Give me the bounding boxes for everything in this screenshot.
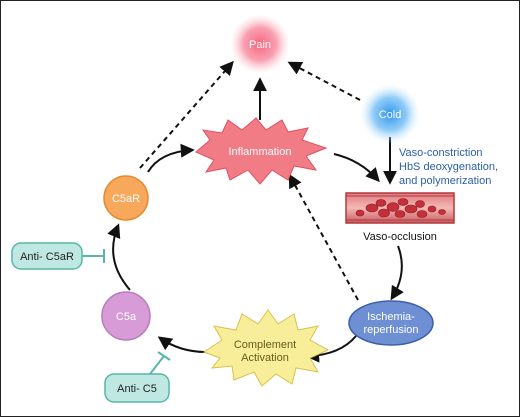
ischemia-reperfusion-node: Ischemia- reperfusion	[348, 300, 434, 346]
anti-c5ar-box: Anti- C5aR	[11, 242, 83, 270]
complement-activation-node: Complement Activation	[202, 309, 330, 387]
cold-effect-line: HbS deoxygenation,	[399, 161, 498, 173]
cold-effect-line: Vaso-constriction	[399, 147, 483, 159]
ischemia-label-line: Ischemia-	[367, 311, 415, 323]
arrow-inflammation-to-vaso-occlusion	[333, 153, 380, 183]
arrow-cold-to-pain	[287, 61, 361, 101]
anti-c5ar-label: Anti- C5aR	[20, 251, 74, 263]
inhibitor-anti-c5	[149, 355, 165, 375]
arrow-c5ar-to-inflammation	[147, 143, 195, 173]
arrow-complement-to-c5a	[157, 336, 207, 353]
vaso-occlusion-vessel	[345, 192, 455, 224]
complement-label-line: Complement	[234, 339, 296, 351]
complement-label-line: Activation	[241, 352, 289, 364]
anti-c5-label: Anti- C5	[117, 383, 157, 395]
c5ar-node: C5aR	[103, 175, 149, 221]
red-blood-cells	[355, 198, 446, 218]
c5ar-label: C5aR	[112, 193, 140, 205]
pain-node: Pain	[230, 14, 290, 74]
inhibitor-anti-c5-bar	[157, 351, 171, 361]
c5a-node: C5a	[101, 291, 151, 341]
arrow-c5a-to-c5ar	[107, 223, 131, 291]
pain-label: Pain	[249, 39, 271, 51]
anti-c5-box: Anti- C5	[104, 373, 170, 403]
inflammation-label: Inflammation	[229, 146, 292, 158]
arrow-vaso-occlusion-to-ischemia	[390, 245, 404, 301]
vaso-occlusion-label: Vaso-occlusion	[363, 231, 437, 243]
cold-node: Cold	[360, 84, 420, 144]
cold-effect-line: and polymerization	[399, 175, 491, 187]
c5a-label: C5a	[116, 311, 137, 323]
ischemia-label-line: reperfusion	[363, 324, 418, 336]
inflammation-node: Inflammation	[195, 117, 328, 185]
cold-label: Cold	[379, 109, 402, 121]
arrow-ischemia-to-inflammation	[288, 173, 359, 301]
cold-effects: Vaso-constriction HbS deoxygenation, and…	[399, 147, 498, 187]
